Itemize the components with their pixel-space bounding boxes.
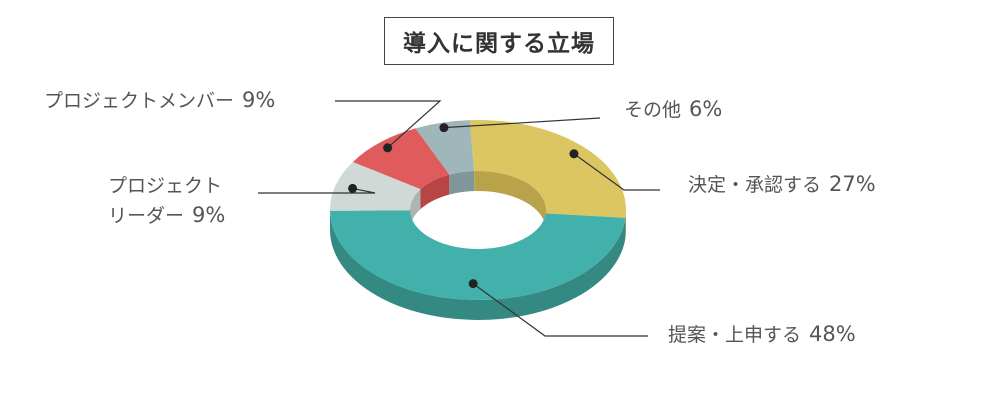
slice-label-propose-text: 提案・上申する (668, 324, 802, 346)
slice-side-propose (330, 210, 626, 320)
slice-label-decide-text: 決定・承認する (688, 174, 822, 196)
slice-side-decide (625, 210, 626, 238)
slice-label-leader-line1: プロジェクト (108, 175, 223, 197)
slice-label-other: その他 6% (624, 96, 722, 124)
slice-top-decide (469, 119, 626, 218)
slice-top-propose (330, 210, 626, 300)
slice-label-other-text: その他 (624, 99, 682, 121)
slice-label-member: プロジェクトメンバー 9% (44, 87, 275, 115)
slice-label-propose: 提案・上申する 48% (668, 321, 856, 349)
slice-label-member-pct: 9% (242, 88, 276, 112)
leader-dot-leader (348, 183, 358, 193)
slice-label-member-text: プロジェクトメンバー (44, 90, 235, 112)
slice-label-leader-line2: リーダー (108, 205, 185, 227)
leader-dot-member (383, 143, 393, 153)
leader-line-propose (472, 283, 648, 337)
slice-label-leader: プロジェクト リーダー 9% (108, 172, 225, 231)
slice-label-other-pct: 6% (689, 97, 723, 121)
slice-inner-wall-decide (474, 170, 546, 230)
slice-top-leader (330, 161, 421, 211)
leader-line-leader (258, 187, 376, 194)
slice-inner-wall-other (449, 171, 475, 195)
chart-title: 導入に関する立場 (384, 17, 614, 65)
leader-dot-other (439, 123, 449, 133)
leader-line-member (335, 100, 442, 149)
leader-dot-decide (569, 149, 579, 159)
slice-inner-wall-member (420, 174, 450, 210)
slice-label-leader-pct: 9% (192, 203, 226, 227)
slice-label-decide-pct: 27% (829, 172, 876, 196)
slice-label-propose-pct: 48% (809, 322, 856, 346)
leader-line-decide (573, 153, 660, 191)
slice-top-other (415, 120, 475, 175)
slice-label-decide: 決定・承認する 27% (688, 171, 876, 199)
leader-dot-propose (468, 279, 478, 289)
slice-inner-wall-leader (410, 189, 421, 230)
slice-top-member (352, 128, 450, 190)
leader-line-other (443, 117, 601, 129)
